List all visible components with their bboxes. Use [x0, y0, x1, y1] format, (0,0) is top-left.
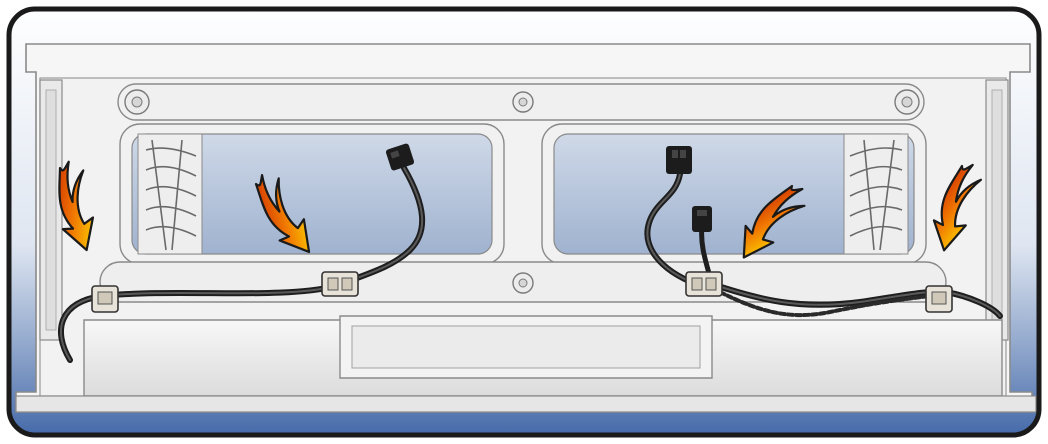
bottom-ledge: [16, 396, 1036, 412]
screw-icon: [895, 90, 919, 114]
connector-plug-icon: [692, 206, 712, 232]
left-side-rail: [40, 80, 62, 340]
lower-bay: [84, 316, 1002, 396]
connector-plug-icon: [666, 146, 692, 174]
cable-clip-icon: [686, 272, 722, 296]
cable-clip-icon: [92, 286, 118, 312]
cable-clip-icon: [926, 286, 952, 312]
screw-icon: [513, 273, 533, 293]
right-side-rail: [986, 80, 1008, 340]
right-window: [542, 124, 926, 264]
left-window: [120, 124, 504, 264]
screw-icon: [513, 92, 533, 112]
screw-icon: [125, 90, 149, 114]
cable-clip-icon: [322, 272, 358, 296]
